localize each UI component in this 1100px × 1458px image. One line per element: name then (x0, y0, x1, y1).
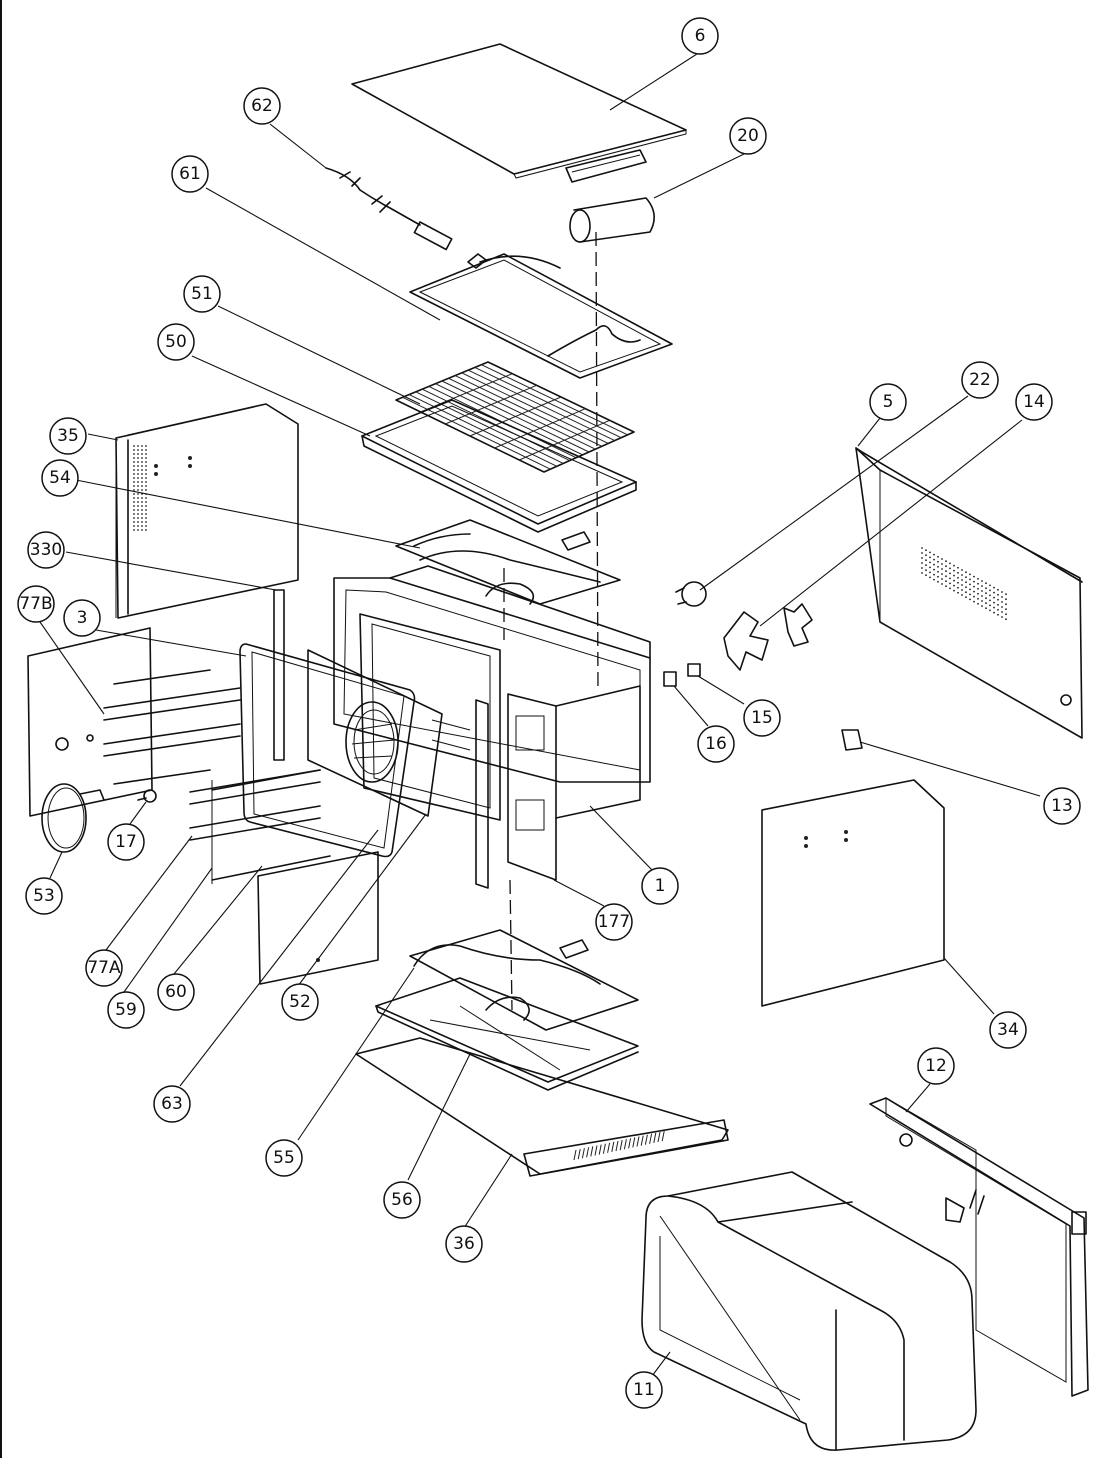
callout-text: 5 (883, 392, 894, 412)
callout-14: 14 (1015, 383, 1053, 421)
callout-text: 34 (997, 1020, 1019, 1040)
callout-22: 22 (961, 361, 999, 399)
part-outer-housing (641, 1171, 977, 1451)
callout-text: 177 (598, 912, 630, 932)
part-left-side-panel (115, 403, 299, 619)
part-shelf-runners (27, 627, 331, 884)
callout-text: 53 (33, 886, 55, 906)
callout-text: 52 (289, 992, 311, 1012)
callout-35: 35 (49, 417, 87, 455)
callout-61: 61 (171, 155, 209, 193)
part-cable-coil (41, 783, 105, 853)
part-oven-cavity (333, 565, 651, 881)
callout-text: 77B (19, 594, 52, 614)
callout-text: 1 (655, 876, 666, 896)
callout-text: 61 (179, 164, 201, 184)
callout-62: 62 (243, 87, 281, 125)
callout-15: 15 (743, 699, 781, 737)
callout-11: 11 (625, 1371, 663, 1409)
callout-54: 54 (41, 459, 79, 497)
part-channel (475, 699, 489, 889)
part-top-cover (351, 43, 687, 183)
callout-text: 59 (115, 1000, 137, 1020)
part-bottom-plate (375, 977, 639, 1091)
callout-text: 6 (695, 26, 706, 46)
callout-5: 5 (869, 383, 907, 421)
part-knob (137, 789, 157, 803)
callout-50: 50 (157, 323, 195, 361)
part-rod (273, 589, 285, 761)
callout-77B: 77B (17, 585, 55, 623)
part-base-tray (355, 1037, 729, 1177)
callout-text: 77A (87, 958, 121, 978)
callout-63: 63 (153, 1085, 191, 1123)
part-top-element (409, 253, 673, 379)
callout-text: 17 (115, 832, 137, 852)
callout-text: 12 (925, 1056, 947, 1076)
callout-text: 14 (1023, 392, 1045, 412)
callout-51: 51 (183, 275, 221, 313)
part-door-gasket (239, 643, 416, 858)
callout-text: 3 (77, 608, 88, 628)
callout-text: 11 (633, 1380, 655, 1400)
callout-36: 36 (445, 1225, 483, 1263)
callout-12: 12 (917, 1047, 955, 1085)
callout-34: 34 (989, 1011, 1027, 1049)
callout-13: 13 (1043, 787, 1081, 825)
callout-330: 330 (27, 531, 65, 569)
callout-6: 6 (681, 17, 719, 55)
part-right-side-panel (855, 447, 1083, 739)
callout-text: 20 (737, 126, 759, 146)
callout-text: 36 (453, 1234, 475, 1254)
callout-20: 20 (729, 117, 767, 155)
callout-56: 56 (383, 1181, 421, 1219)
callout-177: 177 (595, 903, 633, 941)
part-tray (361, 399, 637, 533)
callout-16: 16 (697, 725, 735, 763)
callout-1: 1 (641, 867, 679, 905)
part-bottom-element (409, 929, 639, 1031)
callout-53: 53 (25, 877, 63, 915)
part-fan-motor (569, 197, 655, 243)
part-fan-assembly (663, 581, 813, 687)
axis-line-lower (509, 879, 513, 1011)
callout-text: 15 (751, 708, 773, 728)
callout-55: 55 (265, 1139, 303, 1177)
callout-text: 13 (1051, 796, 1073, 816)
axis-line-right (595, 231, 599, 691)
callout-text: 54 (49, 468, 71, 488)
callout-text: 50 (165, 332, 187, 352)
callout-52: 52 (281, 983, 319, 1021)
callout-text: 22 (969, 370, 991, 390)
callout-text: 55 (273, 1148, 295, 1168)
part-control-frame (869, 1097, 1089, 1397)
callout-3: 3 (63, 599, 101, 637)
callout-text: 35 (57, 426, 79, 446)
part-small-block (841, 729, 863, 751)
callout-text: 56 (391, 1190, 413, 1210)
leader-lines (39, 51, 1041, 1377)
part-probe (325, 167, 453, 251)
callout-text: 63 (161, 1094, 183, 1114)
callout-text: 51 (191, 284, 213, 304)
callout-77A: 77A (85, 949, 123, 987)
part-wire-rack (395, 361, 635, 473)
part-middle-element (395, 519, 621, 605)
callout-text: 60 (165, 982, 187, 1002)
part-lower-side-panel (257, 851, 379, 985)
callout-59: 59 (107, 991, 145, 1029)
callout-60: 60 (157, 973, 195, 1011)
part-rear-panel (761, 779, 945, 1007)
callout-text: 62 (251, 96, 273, 116)
callout-17: 17 (107, 823, 145, 861)
callout-text: 16 (705, 734, 727, 754)
callout-text: 330 (30, 540, 62, 560)
